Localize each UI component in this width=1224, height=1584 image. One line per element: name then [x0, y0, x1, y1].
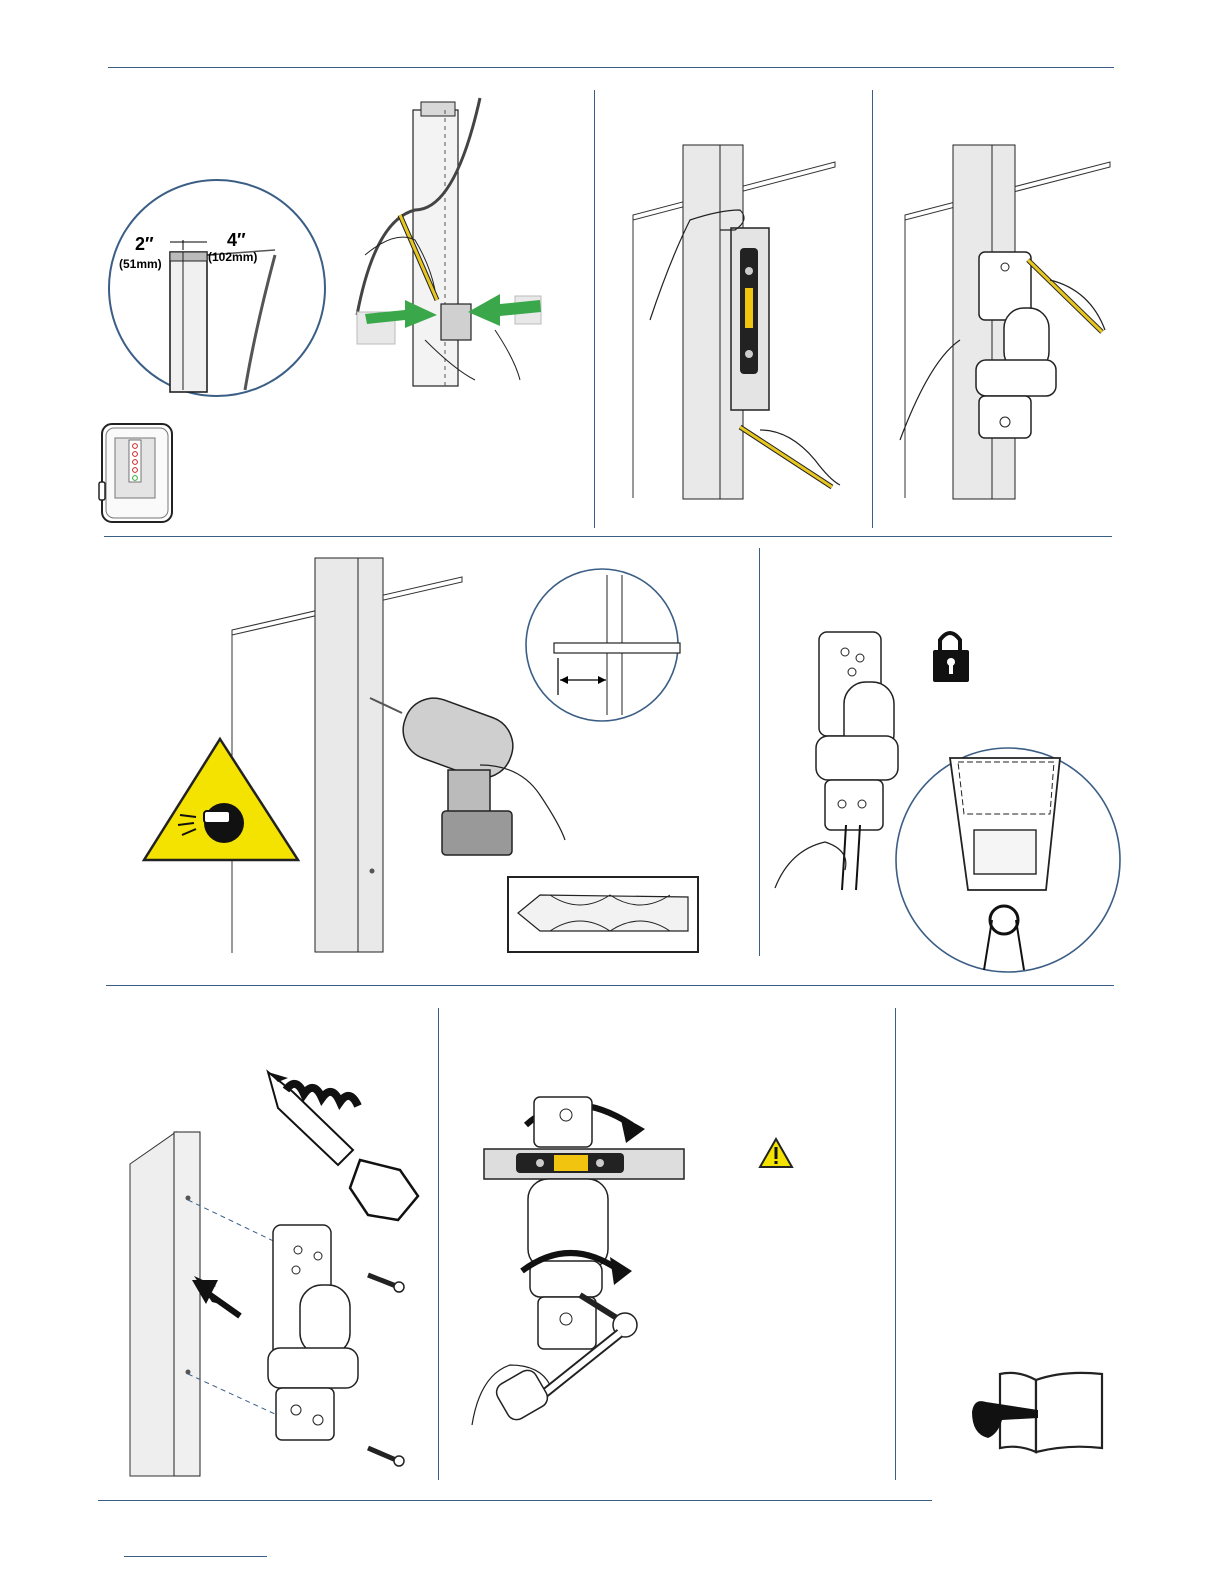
step-position-template-figure	[880, 140, 1115, 510]
cable-loop-magnifier	[896, 748, 1120, 972]
stud-detail-magnifier	[109, 180, 325, 396]
row2-divider	[759, 548, 760, 956]
bracket-illustration	[775, 632, 898, 890]
drill-bit-inset	[508, 877, 698, 952]
lag-bolt-illustration	[268, 1072, 418, 1220]
manual-reference-icon	[968, 1368, 1108, 1458]
step-level-and-tighten-figure	[470, 1085, 890, 1435]
bottom-rule	[98, 1500, 932, 1501]
step-secure-cable-figure	[770, 620, 1125, 980]
level-tool	[484, 1149, 684, 1179]
row2-rule	[106, 985, 1114, 986]
safety-glasses-warning-icon	[144, 739, 298, 860]
row3-divider-1	[438, 1008, 439, 1480]
screw-upper	[368, 1275, 404, 1292]
stud-depth-inches: 4″	[227, 230, 246, 250]
bracket-leveling-illustration	[528, 1097, 608, 1349]
step-drill-pilot-holes-figure	[140, 555, 705, 955]
row1-divider-2	[872, 90, 873, 528]
row1-divider-1	[594, 90, 595, 528]
step-locate-stud-figure: 2″ (51mm) 4″ (102mm)	[95, 90, 590, 530]
stud-depth-mm: (102mm)	[208, 250, 257, 264]
drill-illustration	[370, 690, 565, 855]
caution-triangle-icon	[760, 1139, 792, 1167]
footer-link-line	[124, 1556, 267, 1557]
row3-divider-2	[895, 1008, 896, 1480]
stud-width-mm: (51mm)	[119, 257, 162, 271]
step-mark-stud-figure	[600, 140, 865, 510]
top-rule	[108, 67, 1114, 68]
padlock-icon	[933, 633, 969, 682]
stud-scan-illustration	[357, 98, 541, 386]
wall-bracket-illustration	[268, 1225, 358, 1440]
step-mount-bracket-figure	[128, 1070, 428, 1480]
stud-finder-icon	[99, 424, 172, 522]
drill-depth-magnifier	[526, 569, 680, 721]
row1-rule	[104, 536, 1112, 537]
screw-lower	[368, 1448, 404, 1466]
stud-width-inches: 2″	[135, 234, 154, 254]
